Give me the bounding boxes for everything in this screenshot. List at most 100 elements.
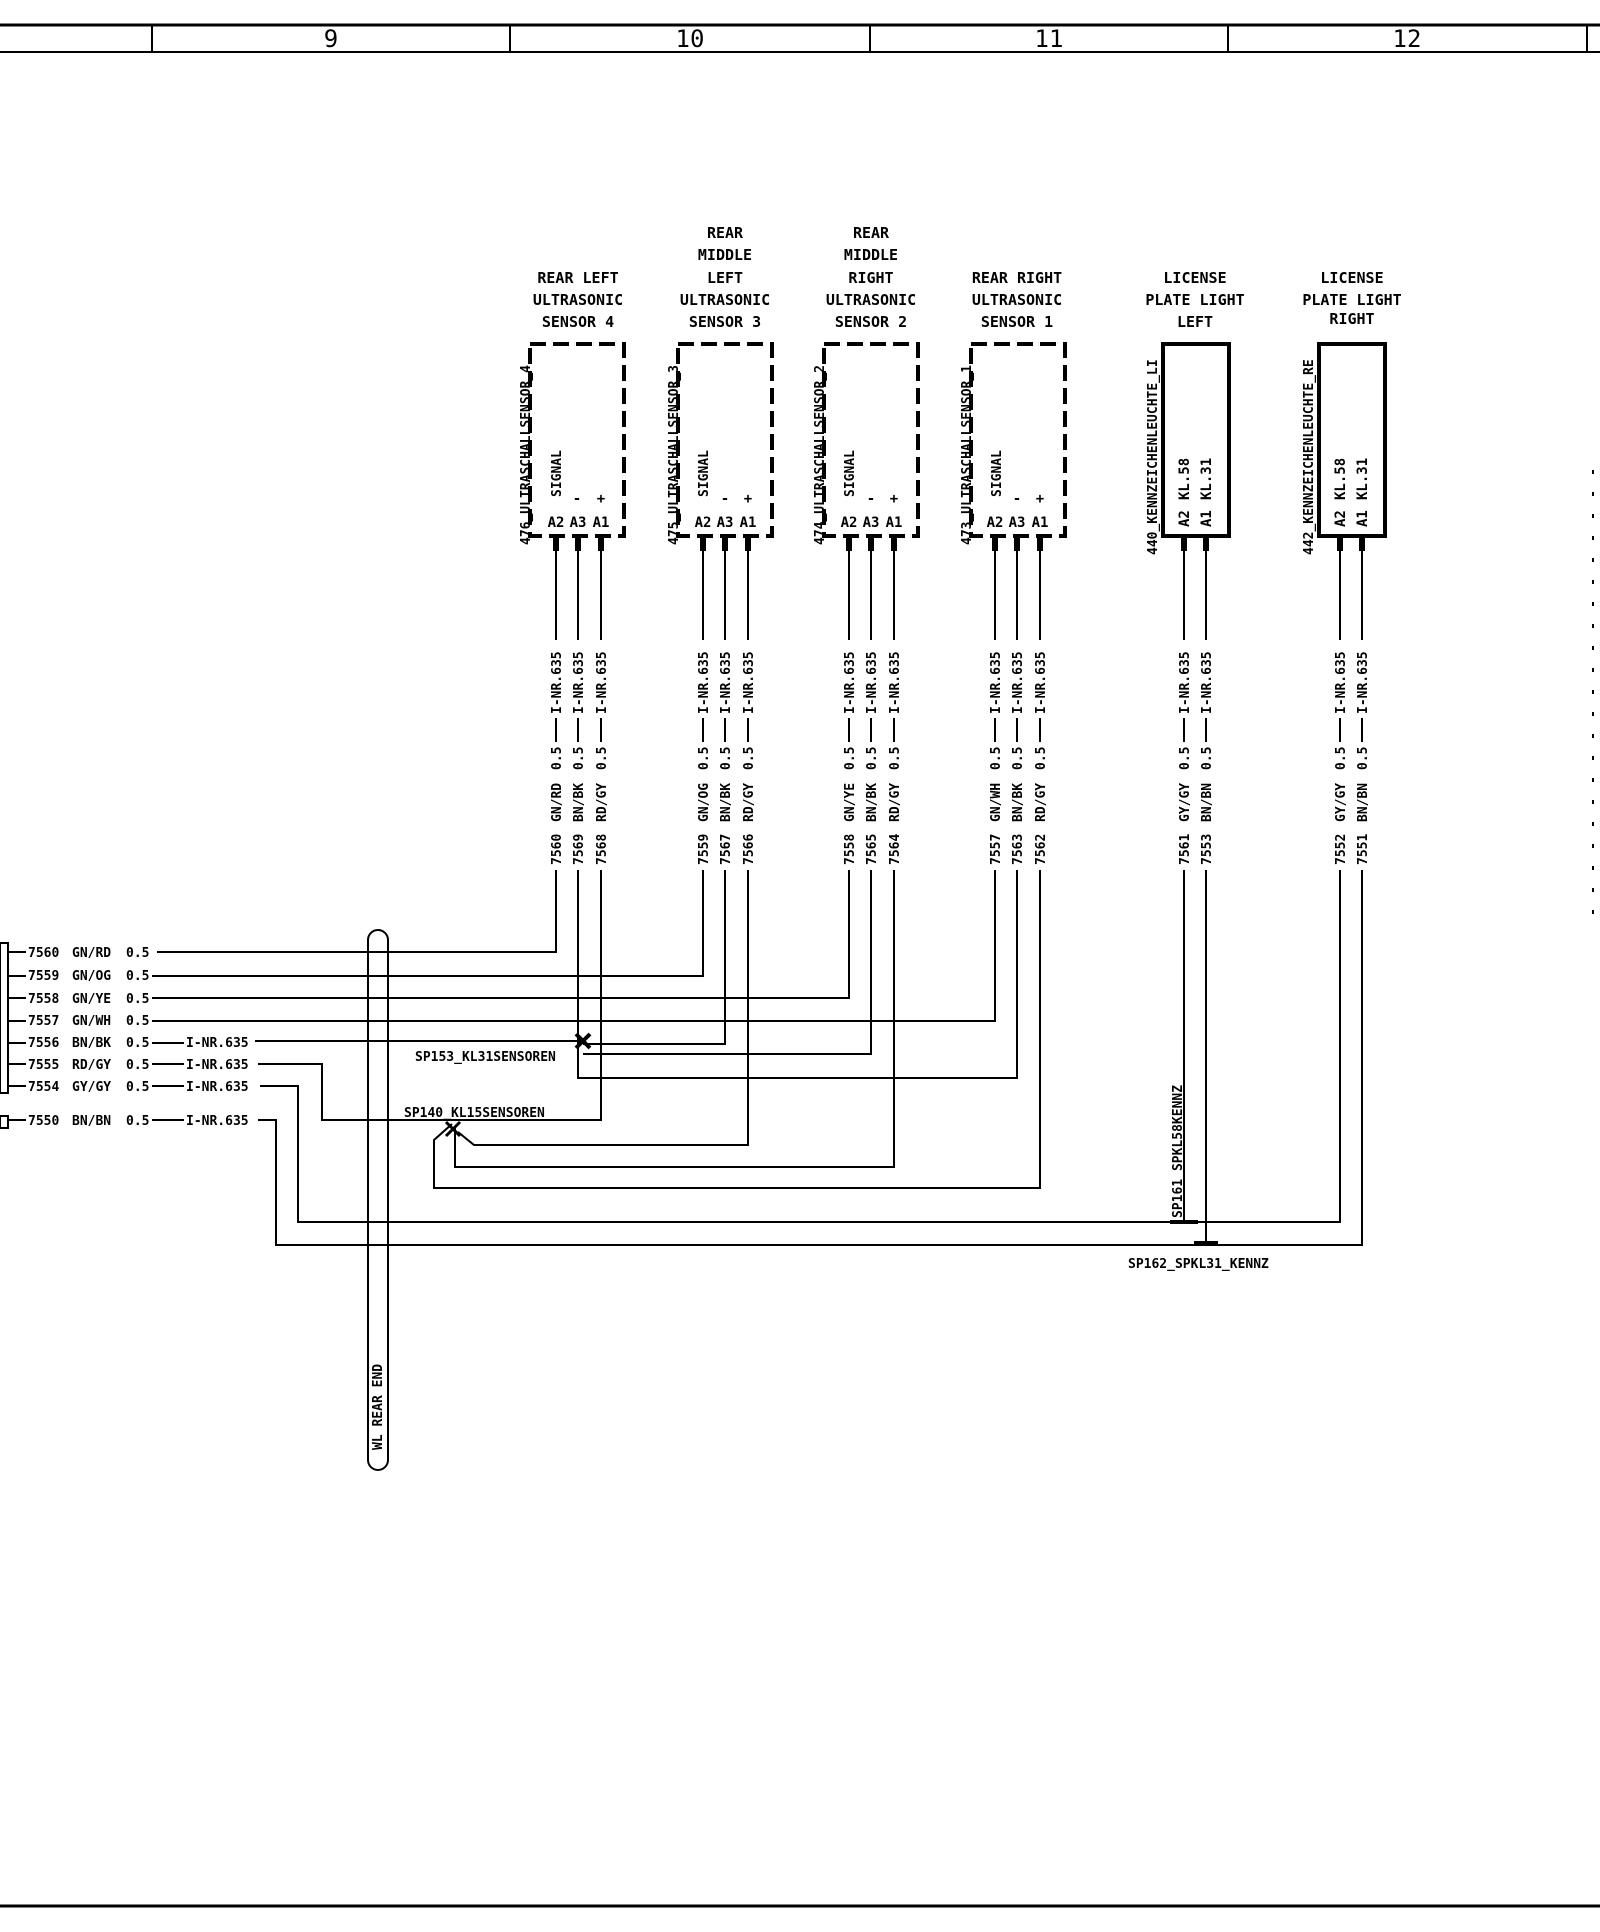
pin-label: A2	[548, 515, 565, 531]
wire-num: 7559	[697, 834, 712, 865]
wire-color: GN/OG	[72, 969, 111, 984]
inr-label: I-NR.635	[186, 1036, 249, 1051]
wire-color: GN/WH	[989, 783, 1004, 822]
wire-color: GN/YE	[72, 992, 111, 1007]
wire-num: 7560	[28, 946, 59, 961]
inr-label: I-NR.635	[186, 1114, 249, 1129]
component-id: 474_ULTRASCHALLSENSOR_2	[813, 365, 828, 545]
component-title: MIDDLE	[698, 246, 752, 264]
component-title: RIGHT	[1329, 310, 1374, 328]
license-plate-light-right: LICENSE PLATE LIGHT RIGHT 442_KENNZEICHE…	[1302, 269, 1402, 865]
wire-size: 0.5	[843, 747, 858, 770]
component-title: SENSOR 3	[689, 313, 761, 331]
rear-middle-right-ultrasonic-sensor-2: REAR MIDDLE RIGHT ULTRASONIC SENSOR 2 47…	[813, 224, 920, 865]
function-label: KL.31	[1355, 458, 1371, 500]
component-title: MIDDLE	[844, 246, 898, 264]
wire-size: 0.5	[1356, 747, 1371, 770]
component-title: LICENSE	[1320, 269, 1383, 287]
splice-label: SP161_SPKL58KENNZ	[1171, 1085, 1186, 1218]
inr-label: I-NR.635	[550, 651, 565, 714]
component-title: PLATE LIGHT	[1302, 291, 1401, 309]
wire-color: RD/GY	[742, 783, 757, 822]
component-id: 476_ULTRASCHALLSENSOR_4	[519, 365, 534, 545]
wire-num: 7558	[843, 834, 858, 865]
wire-num: 7564	[888, 834, 903, 865]
wire-size: 0.5	[1200, 747, 1215, 770]
wire-size: 0.5	[697, 747, 712, 770]
wire-color: GN/RD	[550, 783, 565, 822]
component-title: RIGHT	[848, 269, 893, 287]
rear-middle-left-ultrasonic-sensor-3: REAR MIDDLE LEFT ULTRASONIC SENSOR 3 475…	[667, 224, 774, 865]
plus-label: +	[890, 491, 898, 507]
inr-label: I-NR.635	[595, 651, 610, 714]
light-box	[1317, 342, 1387, 538]
wire-color: BN/BK	[1011, 783, 1026, 822]
inr-label: I-NR.635	[1034, 651, 1049, 714]
wire-num: 7553	[1200, 834, 1215, 865]
wire-num: 7566	[742, 834, 757, 865]
inr-label: I-NR.635	[719, 651, 734, 714]
wire-color: RD/GY	[888, 783, 903, 822]
wire-color: GN/YE	[843, 783, 858, 822]
rear-left-ultrasonic-sensor-4: REAR LEFT ULTRASONIC SENSOR 4 476_ULTRAS…	[519, 269, 626, 865]
wire-size: 0.5	[126, 969, 149, 984]
wire-size: 0.5	[1034, 747, 1049, 770]
inr-label: I-NR.635	[697, 651, 712, 714]
wire-routing	[152, 870, 1363, 1246]
wire-size: 0.5	[719, 747, 734, 770]
component-id: 473_ULTRASCHALLSENSOR_1	[960, 365, 975, 545]
zone-label: 10	[676, 25, 705, 53]
component-id: 442_KENNZEICHENLEUCHTE_RE	[1302, 359, 1317, 555]
pin-label: A1	[593, 515, 610, 531]
component-title: LEFT	[1177, 313, 1213, 331]
component-title: SENSOR 4	[542, 313, 614, 331]
plus-label: +	[1036, 491, 1044, 507]
wire-size: 0.5	[126, 946, 149, 961]
function-label: KL.58	[1177, 458, 1193, 500]
zone-label: 9	[324, 25, 338, 53]
signal-label: SIGNAL	[990, 450, 1005, 497]
pin-label: A1	[886, 515, 903, 531]
wire-num: 7550	[28, 1114, 59, 1129]
wire-color: GN/OG	[697, 783, 712, 822]
zone-label: 12	[1393, 25, 1422, 53]
wire-num: 7554	[28, 1080, 59, 1095]
drawing-frame	[0, 23, 1600, 1908]
wire-num: 7569	[572, 834, 587, 865]
component-title: LICENSE	[1163, 269, 1226, 287]
inr-label: I-NR.635	[1334, 651, 1349, 714]
wire-color: GY/GY	[1178, 783, 1193, 822]
pin-label: A2	[695, 515, 712, 531]
inr-label: I-NR.635	[572, 651, 587, 714]
splice-label: SP162_SPKL31_KENNZ	[1128, 1257, 1269, 1272]
wire-num: 7562	[1034, 834, 1049, 865]
inr-label: I-NR.635	[1356, 651, 1371, 714]
wire-size: 0.5	[126, 1036, 149, 1051]
pin-label: A3	[570, 515, 587, 531]
wire-size: 0.5	[126, 1014, 149, 1029]
component-title: PLATE LIGHT	[1145, 291, 1244, 309]
pin-label: A3	[717, 515, 734, 531]
wire-num: 7565	[865, 834, 880, 865]
sensor-box	[969, 342, 1067, 538]
component-title: REAR RIGHT	[972, 269, 1062, 287]
minus-label: -	[867, 491, 875, 507]
component-title: REAR LEFT	[537, 269, 618, 287]
wire-size: 0.5	[865, 747, 880, 770]
wire-num: 7563	[1011, 834, 1026, 865]
wire-size: 0.5	[1334, 747, 1349, 770]
inr-label: I-NR.635	[865, 651, 880, 714]
wire-size: 0.5	[126, 992, 149, 1007]
wire-color: RD/GY	[72, 1058, 111, 1073]
zone-label: 11	[1035, 25, 1064, 53]
function-label: KL.58	[1333, 458, 1349, 500]
inr-label: I-NR.635	[742, 651, 757, 714]
harness-label: WL REAR END	[371, 1364, 386, 1450]
minus-label: -	[1013, 491, 1021, 507]
wire-color: RD/GY	[1034, 783, 1049, 822]
component-title: REAR	[707, 224, 744, 242]
function-label: KL.31	[1199, 458, 1215, 500]
wire-num: 7557	[989, 834, 1004, 865]
wire-num: 7552	[1334, 834, 1349, 865]
wire-size: 0.5	[595, 747, 610, 770]
